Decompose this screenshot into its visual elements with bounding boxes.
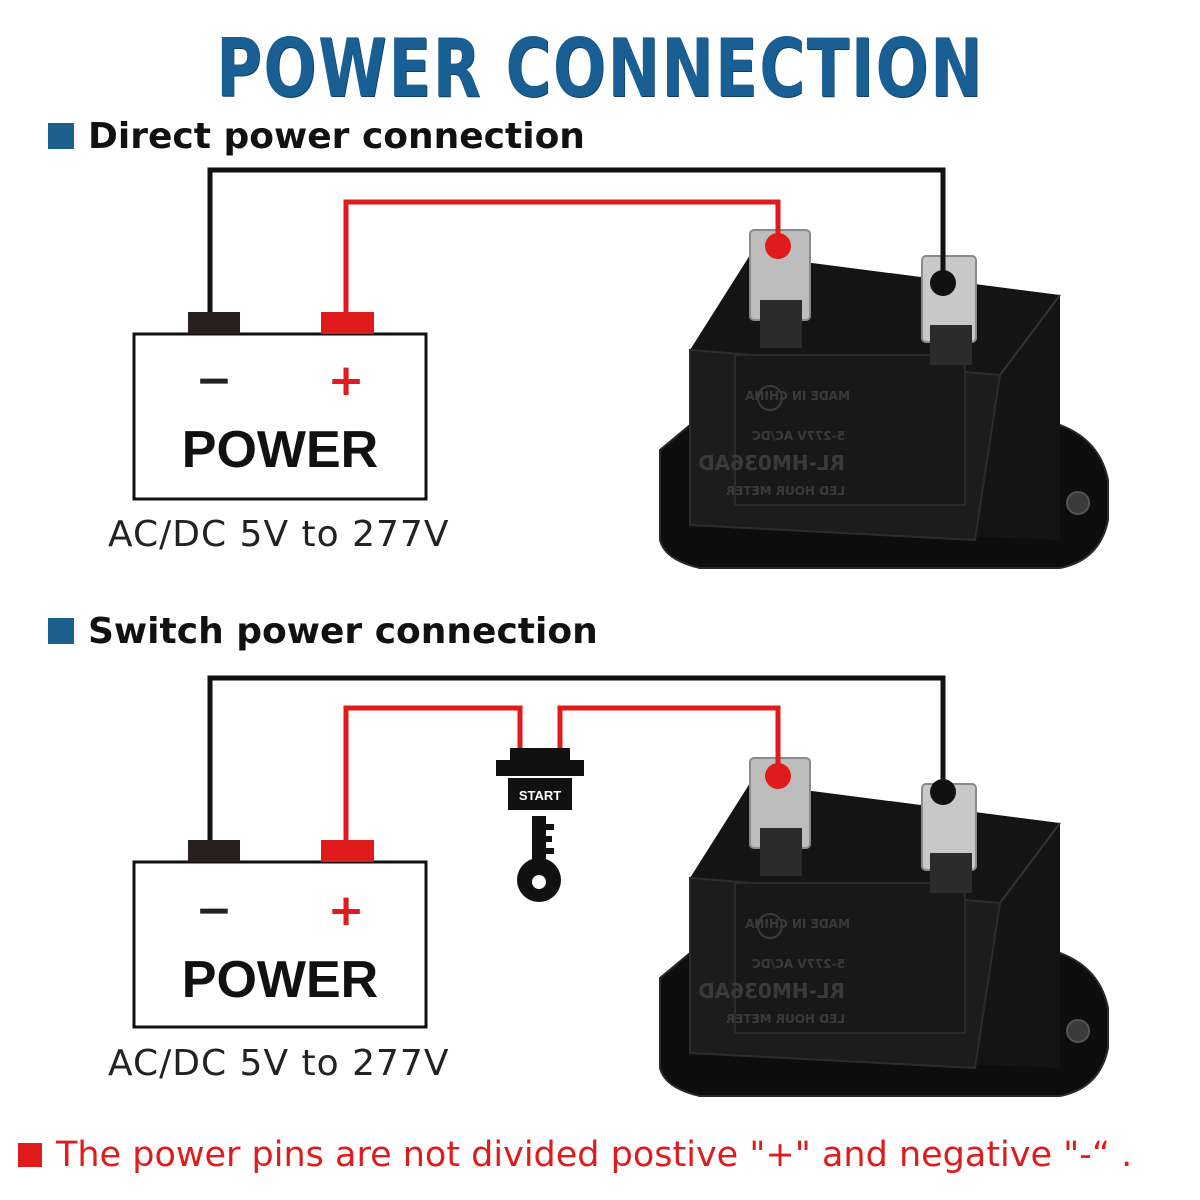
negative-wire: [207, 675, 946, 840]
section-heading-label: Direct power connection: [88, 115, 585, 157]
positive-wire-to-switch: [343, 705, 523, 840]
positive-terminal: [321, 840, 374, 862]
plus-sign: +: [328, 885, 365, 936]
voltage-spec-label: AC/DC 5V to 277V: [108, 1043, 450, 1084]
hour-meter-device: [659, 229, 1109, 569]
section-heading-switch: Switch power connection: [48, 610, 598, 652]
negative-wire: [207, 167, 946, 312]
square-bullet-icon: [48, 123, 74, 149]
minus-sign: −: [196, 355, 233, 406]
positive-wire: [343, 199, 781, 312]
negative-terminal: [188, 312, 240, 334]
power-supply-box: [132, 332, 428, 501]
positive-wire-end: [765, 233, 791, 259]
positive-wire-from-switch: [557, 705, 781, 775]
positive-wire-end: [765, 763, 791, 789]
start-switch-label: START: [519, 788, 561, 803]
voltage-spec-label: AC/DC 5V to 277V: [108, 514, 450, 555]
footnote-text: The power pins are not divided postive "…: [56, 1135, 1133, 1175]
power-label: POWER: [181, 421, 379, 479]
positive-terminal: [321, 312, 374, 334]
direct-connection-diagram: [132, 167, 1109, 569]
negative-wire-end: [930, 270, 956, 296]
switch-connection-diagram: START: [132, 675, 1109, 1097]
negative-wire-end: [930, 779, 956, 805]
minus-sign: −: [196, 885, 233, 936]
section-heading-label: Switch power connection: [88, 610, 598, 652]
page-title: POWER CONNECTION: [216, 22, 984, 115]
key-icon: [517, 816, 561, 902]
power-supply-box: [132, 860, 428, 1029]
power-label: POWER: [181, 951, 379, 1009]
square-bullet-icon: [48, 618, 74, 644]
plus-sign: +: [328, 355, 365, 406]
negative-terminal: [188, 840, 240, 862]
start-switch: START: [496, 748, 584, 810]
hour-meter-device: [659, 757, 1109, 1097]
square-bullet-icon: [18, 1143, 42, 1167]
section-heading-direct: Direct power connection: [48, 115, 585, 157]
footnote: The power pins are not divided postive "…: [18, 1135, 1132, 1175]
